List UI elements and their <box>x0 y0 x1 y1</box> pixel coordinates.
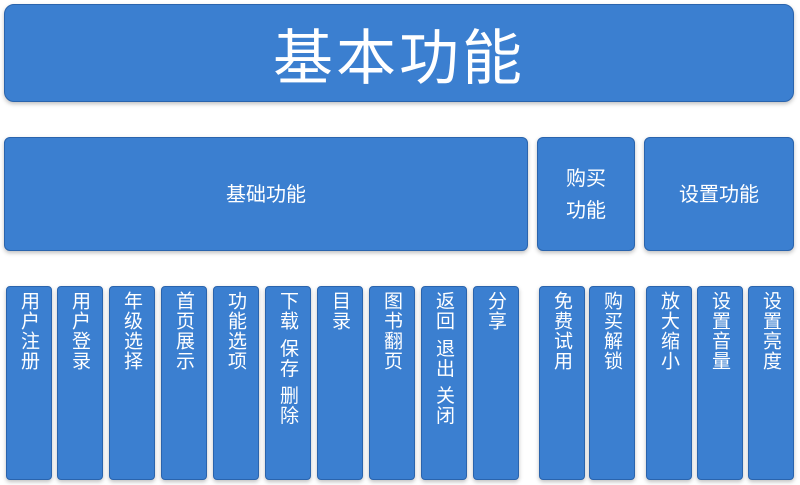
leaf-user-register: 用户注册 <box>6 286 52 480</box>
category-purchase-label-line2: 功能 <box>566 198 606 222</box>
leaf-home-display: 首页展示 <box>161 286 207 480</box>
category-settings-functions: 设置功能 <box>644 137 794 251</box>
leaf-label: 设置亮度 <box>760 291 782 371</box>
title-box: 基本功能 <box>4 4 794 102</box>
leaf-grade-select: 年级选择 <box>109 286 155 480</box>
leaf-set-brightness: 设置亮度 <box>748 286 794 480</box>
leaf-user-login: 用户登录 <box>57 286 103 480</box>
category-purchase-label-line1: 购买 <box>566 166 606 190</box>
leaf-download-save-delete: 下载 保存 删除 <box>265 286 311 480</box>
leaf-share: 分享 <box>473 286 519 480</box>
leaf-back-exit-close: 返回 退出 关闭 <box>421 286 467 480</box>
leaf-label: 返回 退出 关闭 <box>433 291 455 426</box>
category-purchase-functions: 购买 功能 <box>537 137 635 251</box>
leaf-label: 图书翻页 <box>381 291 403 371</box>
leaf-label: 分享 <box>485 291 507 331</box>
leaf-set-volume: 设置音量 <box>697 286 743 480</box>
leaf-label: 首页展示 <box>173 291 195 371</box>
leaf-page-turn: 图书翻页 <box>369 286 415 480</box>
leaf-label: 免费试用 <box>551 291 573 371</box>
category-basic-functions: 基础功能 <box>4 137 528 251</box>
leaf-zoom: 放大缩小 <box>646 286 692 480</box>
leaf-label: 购买解锁 <box>601 291 623 371</box>
category-settings-label: 设置功能 <box>679 182 759 206</box>
leaf-label: 功能选项 <box>225 291 247 371</box>
leaf-label: 用户登录 <box>69 291 91 371</box>
leaf-catalog: 目录 <box>317 286 363 480</box>
leaf-function-options: 功能选项 <box>213 286 259 480</box>
leaf-label: 年级选择 <box>121 291 143 371</box>
leaf-purchase-unlock: 购买解锁 <box>589 286 635 480</box>
leaf-label: 目录 <box>329 291 351 331</box>
leaf-label: 设置音量 <box>709 291 731 371</box>
leaf-label: 放大缩小 <box>658 291 680 371</box>
leaf-label: 用户注册 <box>18 291 40 371</box>
leaf-free-trial: 免费试用 <box>539 286 585 480</box>
diagram-title: 基本功能 <box>273 23 525 94</box>
category-basic-label: 基础功能 <box>226 182 306 206</box>
leaf-label: 下载 保存 删除 <box>277 291 299 426</box>
